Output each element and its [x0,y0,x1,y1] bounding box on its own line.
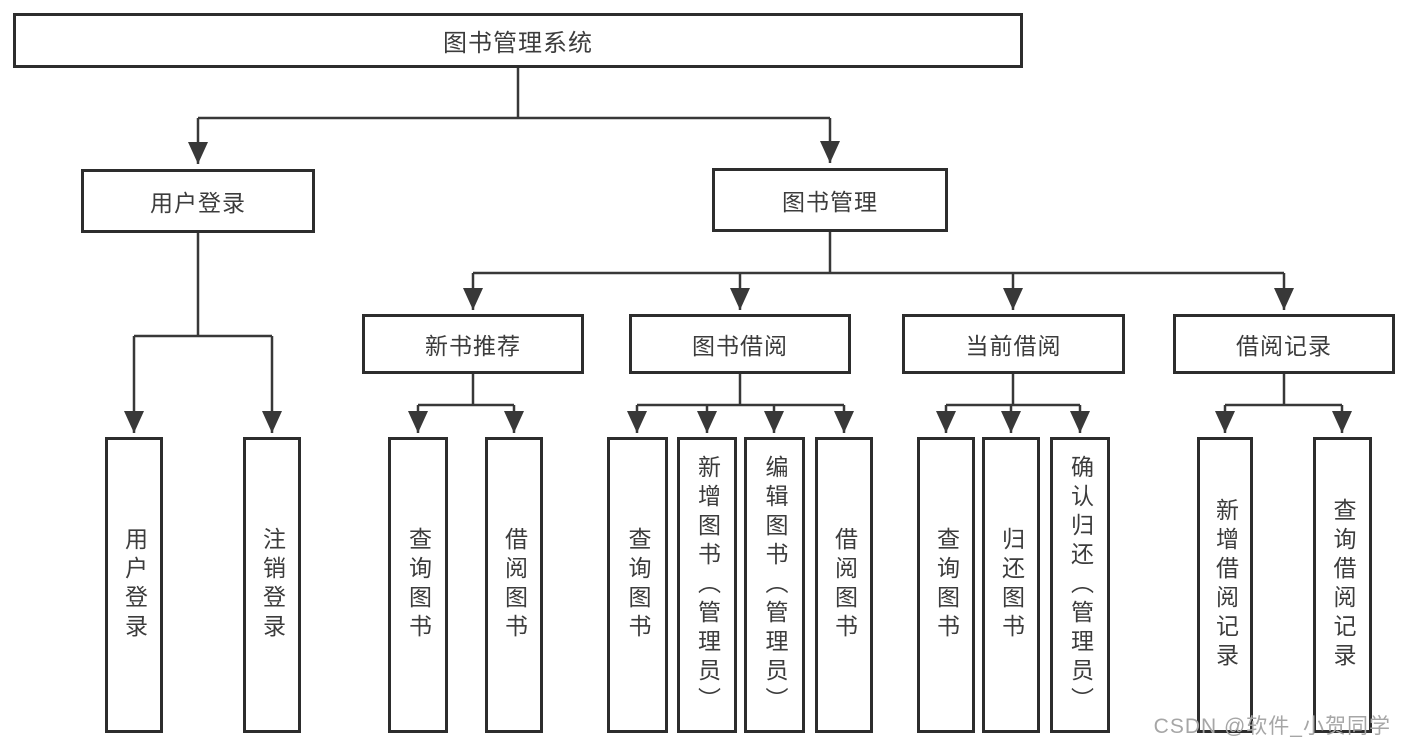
node-new-book-recommend: 新书推荐 [362,314,584,374]
csdn-watermark: CSDN @软件_小贺同学 [1153,715,1391,738]
leaf-logout: 注销登录 [243,437,301,733]
leaf-current-return-books: 归还图书 [982,437,1040,733]
node-borrow-records: 借阅记录 [1173,314,1395,374]
leaf-borrowing-borrow-books: 借阅图书 [815,437,873,733]
leaf-label: 新增图书（管理员） [694,454,721,716]
leaf-label: 查询借阅记录 [1330,498,1356,672]
leaf-label: 编辑图书（管理员） [762,454,788,716]
leaf-label: 归还图书 [998,527,1025,643]
node-current-borrowing: 当前借阅 [902,314,1125,374]
node-book-management: 图书管理 [712,168,948,232]
leaf-label: 用户登录 [121,527,148,643]
node-user-login: 用户登录 [81,169,315,233]
leaf-current-confirm-return-admin: 确认归还（管理员） [1050,437,1110,733]
leaf-borrowing-query-books: 查询图书 [607,437,668,733]
node-book-borrowing: 图书借阅 [629,314,851,374]
leaf-borrowing-add-books-admin: 新增图书（管理员） [677,437,737,733]
leaf-borrowing-edit-books-admin: 编辑图书（管理员） [744,437,805,733]
leaf-recommend-query-books: 查询图书 [388,437,448,733]
leaf-records-query-borrow-record: 查询借阅记录 [1313,437,1372,733]
leaf-label: 借阅图书 [831,527,858,643]
leaf-label: 查询图书 [625,527,651,643]
node-root-library-system: 图书管理系统 [13,13,1023,68]
leaf-label: 新增借阅记录 [1212,498,1239,672]
leaf-user-login: 用户登录 [105,437,163,733]
leaf-label: 查询图书 [405,527,432,643]
leaf-current-query-books: 查询图书 [917,437,975,733]
leaf-records-add-borrow-record: 新增借阅记录 [1197,437,1253,733]
leaf-label: 注销登录 [259,527,286,643]
leaf-label: 查询图书 [933,527,960,643]
leaf-label: 确认归还（管理员） [1067,454,1094,716]
leaf-label: 借阅图书 [501,527,528,643]
leaf-recommend-borrow-books: 借阅图书 [485,437,543,733]
